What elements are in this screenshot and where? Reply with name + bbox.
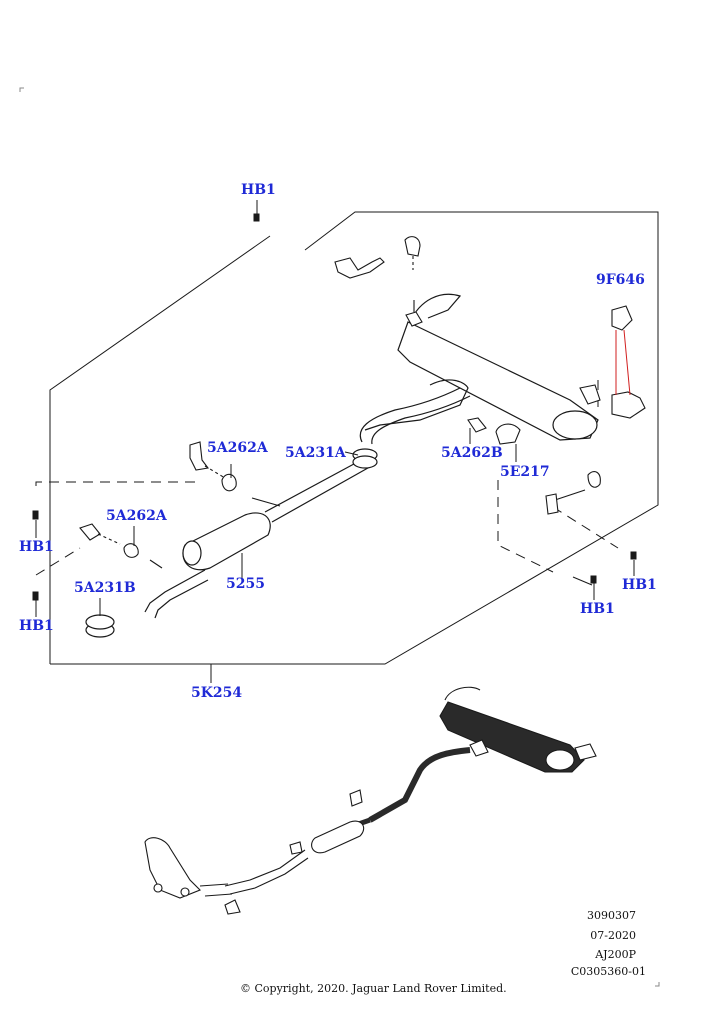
center-silencer [144,512,271,619]
callout-hb1-left-lower: HB1 [19,618,54,634]
copyright-notice: © Copyright, 2020. Jaguar Land Rover Lim… [240,982,507,995]
assembled-exhaust-view [144,686,597,915]
assembly-outline [49,211,659,683]
sensor-9f646 [611,305,646,419]
ref-code: 3090307 [587,909,636,922]
callout-5a262a-lower: 5A262A [106,508,167,524]
ref-date: 07-2020 [590,929,636,942]
ref-id: C0305360-01 [570,965,646,978]
callout-5255: 5255 [226,576,265,592]
callout-5a231b: 5A231B [74,580,136,596]
dashed-subgroup-lines [35,380,619,576]
sensor-leader-lines [615,329,631,396]
clamp-5a231a [352,448,378,469]
callout-hb1-right: HB1 [622,577,657,593]
hangers-brackets [79,236,601,569]
callout-5k254: 5K254 [191,685,243,701]
callout-5a262b: 5A262B [441,445,503,461]
callout-hb1-top: HB1 [241,182,276,198]
callout-5e217: 5E217 [500,464,550,480]
ref-model: AJ200P [595,948,636,961]
callout-hb1-left-upper: HB1 [19,539,54,555]
callout-5a262a-upper: 5A262A [207,440,268,456]
callout-5a231a: 5A231A [285,445,346,461]
callout-9f646: 9F646 [596,272,645,288]
rear-silencer [364,293,599,441]
callout-leaders [35,200,635,617]
corner-marks [19,87,660,987]
hb1-bolts [32,213,637,601]
intermediate-pipe [264,387,471,523]
callout-hb1-bottom-right: HB1 [580,601,615,617]
clamp-5a231b [85,614,115,638]
